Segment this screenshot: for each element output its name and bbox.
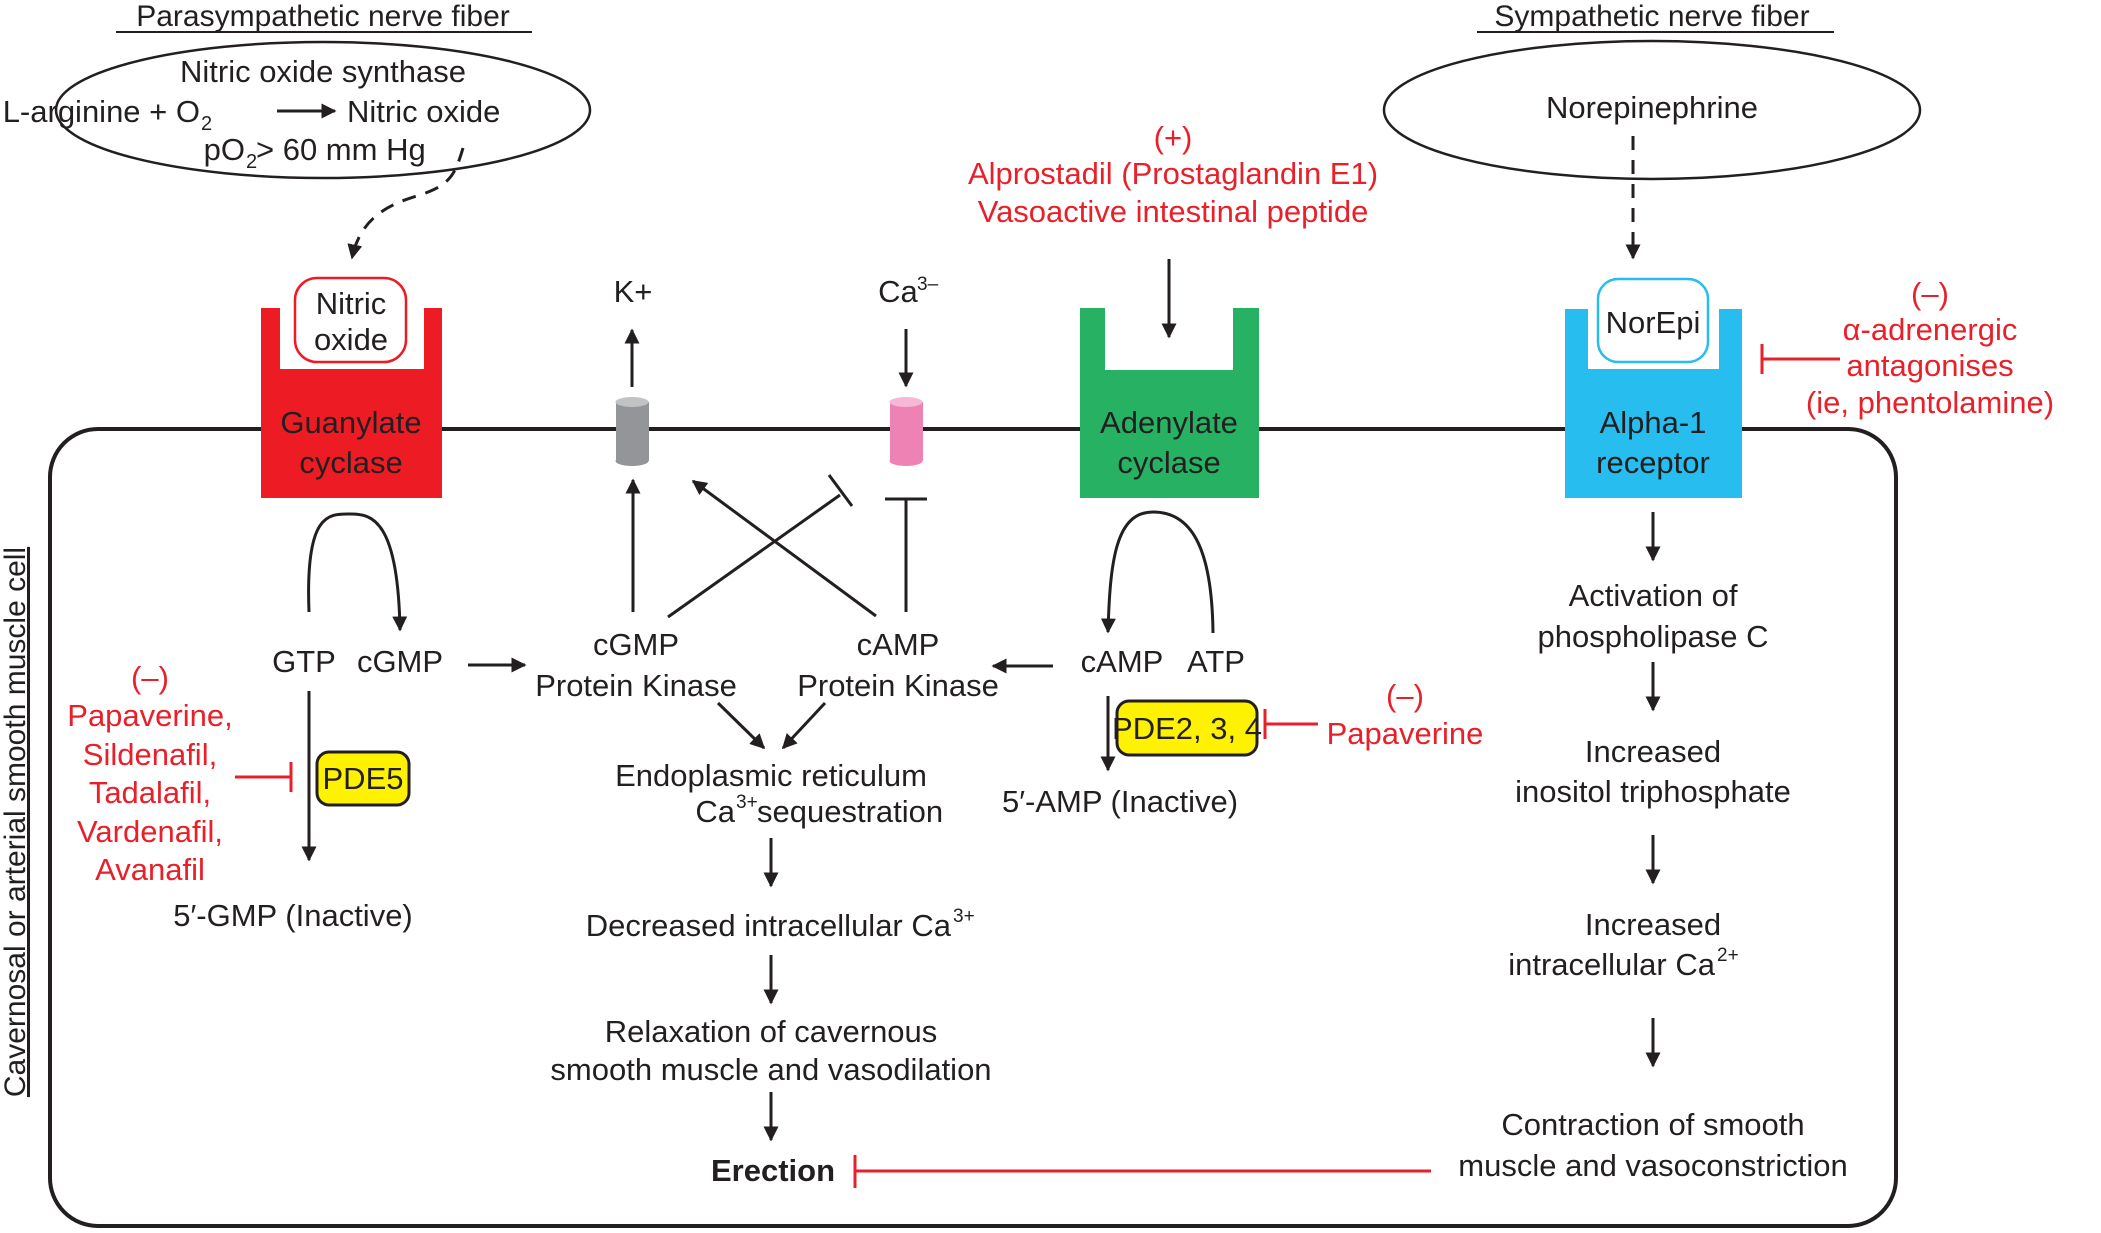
- papaverine-label: Papaverine: [1327, 716, 1484, 751]
- ip3-line2: inositol triphosphate: [1515, 774, 1791, 809]
- cgmp-kinase-line1: cGMP: [593, 627, 679, 662]
- nitric-oxide-product: Nitric oxide: [347, 94, 500, 129]
- decreased-ca-label: Decreased intracellular Ca: [586, 908, 952, 943]
- pde5-inhibitor-item: Avanafil: [95, 852, 205, 887]
- guanylate-cyclase-line1: Guanylate: [280, 405, 421, 440]
- decreased-ca-sup: 3+: [953, 906, 975, 927]
- relaxation-line1: Relaxation of cavernous: [605, 1014, 938, 1049]
- gtp-cgmp-loop: [307, 512, 408, 632]
- camp-label: cAMP: [1081, 644, 1164, 679]
- po2-label: pO: [204, 132, 245, 167]
- adenylate-cyclase-receptor: [1080, 308, 1259, 498]
- calcium-channel: [889, 397, 923, 466]
- pde5-inhibitor-item: Papaverine,: [67, 698, 232, 733]
- nos-label: Nitric oxide synthase: [180, 54, 466, 89]
- pde234-label: PDE2, 3, 4: [1112, 711, 1262, 746]
- agonist-sign: (+): [1154, 120, 1193, 155]
- er-line2-rest: sequestration: [757, 794, 943, 829]
- camp-kinase-line1: cAMP: [857, 627, 940, 662]
- alpha-antagonist-line1: α-adrenergic: [1843, 312, 2018, 347]
- relaxation-line2: smooth muscle and vasodilation: [550, 1052, 991, 1087]
- er-line2-ca: Ca: [695, 794, 735, 829]
- po2-subscript: 2: [246, 151, 257, 173]
- o2-subscript: 2: [201, 113, 212, 135]
- cgmp-kinase-inhibits-ca-bar: [827, 474, 854, 507]
- pde234-box: [1115, 699, 1259, 757]
- increased-ca-line2: intracellular Ca: [1508, 947, 1716, 982]
- alpha1-line2: receptor: [1596, 445, 1710, 480]
- camp-kinase-line2: Protein Kinase: [797, 668, 999, 703]
- camp-kinase-to-k-channel-arrow: [691, 479, 877, 618]
- norepi-ligand-label: NorEpi: [1606, 305, 1701, 340]
- alpha-antagonist-sign: (–): [1911, 276, 1949, 311]
- guanylate-cyclase-line2: cyclase: [299, 445, 402, 480]
- cgmp-kinase-inhibits-ca-channel: [667, 493, 841, 619]
- potassium-label: K+: [614, 274, 653, 309]
- ip3-line1: Increased: [1585, 734, 1721, 769]
- er-line2-sup: 3+: [736, 792, 758, 813]
- pde234-inhibition: [1263, 709, 1318, 739]
- norepinephrine-label: Norepinephrine: [1546, 90, 1758, 125]
- plc-line2: phospholipase C: [1538, 619, 1769, 654]
- cgmp-label: cGMP: [357, 644, 443, 679]
- pde5-box: [315, 750, 411, 807]
- contraction-line2: muscle and vasoconstriction: [1458, 1148, 1847, 1183]
- increased-ca-line1: Increased: [1585, 907, 1721, 942]
- cell-label: Cavernosal or arterial smooth muscle cel…: [0, 547, 32, 1097]
- gmp-inactive-label: 5′-GMP (Inactive): [173, 898, 413, 933]
- plc-line1: Activation of: [1569, 578, 1738, 613]
- norepi-ligand: [1596, 277, 1710, 364]
- alpha-antagonist-inhibition: [1760, 344, 1840, 374]
- gtp-label: GTP: [272, 644, 336, 679]
- amp-inactive-label: 5′-AMP (Inactive): [1002, 784, 1238, 819]
- parasympathetic-ellipse: [54, 40, 592, 180]
- po2-threshold: > 60 mm Hg: [256, 132, 426, 167]
- pde5-inhibition: [235, 762, 293, 792]
- cgmp-kinase-to-er-arrow: [716, 701, 766, 750]
- cgmp-kinase-line2: Protein Kinase: [535, 668, 737, 703]
- calcium-charge: 3–: [917, 274, 939, 295]
- papaverine-sign: (–): [1386, 678, 1424, 713]
- erection-label: Erection: [711, 1153, 835, 1188]
- alpha1-receptor: [1565, 309, 1742, 498]
- sympathetic-ellipse: [1382, 39, 1922, 181]
- contraction-line1: Contraction of smooth: [1501, 1107, 1804, 1142]
- pde5-inhibitors-sign: (–): [131, 660, 169, 695]
- alpha-antagonist-line2: antagonises: [1846, 348, 2013, 383]
- l-arginine-label: L-arginine + O: [3, 94, 200, 129]
- alpha-antagonist-line3: (ie, phentolamine): [1806, 385, 2054, 420]
- pde5-inhibitor-item: Tadalafil,: [89, 775, 211, 810]
- increased-ca-sup: 2+: [1717, 945, 1739, 966]
- atp-camp-loop: [1100, 510, 1215, 634]
- camp-kinase-to-er-arrow: [781, 701, 827, 750]
- adenylate-cyclase-line2: cyclase: [1117, 445, 1220, 480]
- atp-label: ATP: [1187, 644, 1245, 679]
- potassium-channel: [615, 397, 649, 466]
- guanylate-cyclase-receptor: [261, 308, 442, 498]
- parasympathetic-header: Parasympathetic nerve fiber: [136, 0, 510, 33]
- calcium-label: Ca: [878, 274, 918, 309]
- pde5-inhibitor-item: Vardenafil,: [77, 814, 223, 849]
- sympathetic-header: Sympathetic nerve fiber: [1494, 0, 1809, 33]
- alprostadil-label: Alprostadil (Prostaglandin E1): [968, 156, 1378, 191]
- vip-label: Vasoactive intestinal peptide: [978, 194, 1369, 229]
- contraction-inhibits-erection: [853, 1155, 1431, 1188]
- nitric-oxide-ligand-line2: oxide: [314, 322, 388, 357]
- pde5-inhibitor-item: Sildenafil,: [83, 737, 217, 772]
- alpha1-line1: Alpha-1: [1600, 405, 1707, 440]
- nitric-oxide-ligand: [293, 276, 408, 364]
- er-line1: Endoplasmic reticulum: [615, 758, 927, 793]
- cell-membrane: [48, 427, 1898, 1228]
- adenylate-cyclase-line1: Adenylate: [1100, 405, 1238, 440]
- pde5-label: PDE5: [323, 761, 404, 796]
- nitric-oxide-ligand-line1: Nitric: [316, 286, 387, 321]
